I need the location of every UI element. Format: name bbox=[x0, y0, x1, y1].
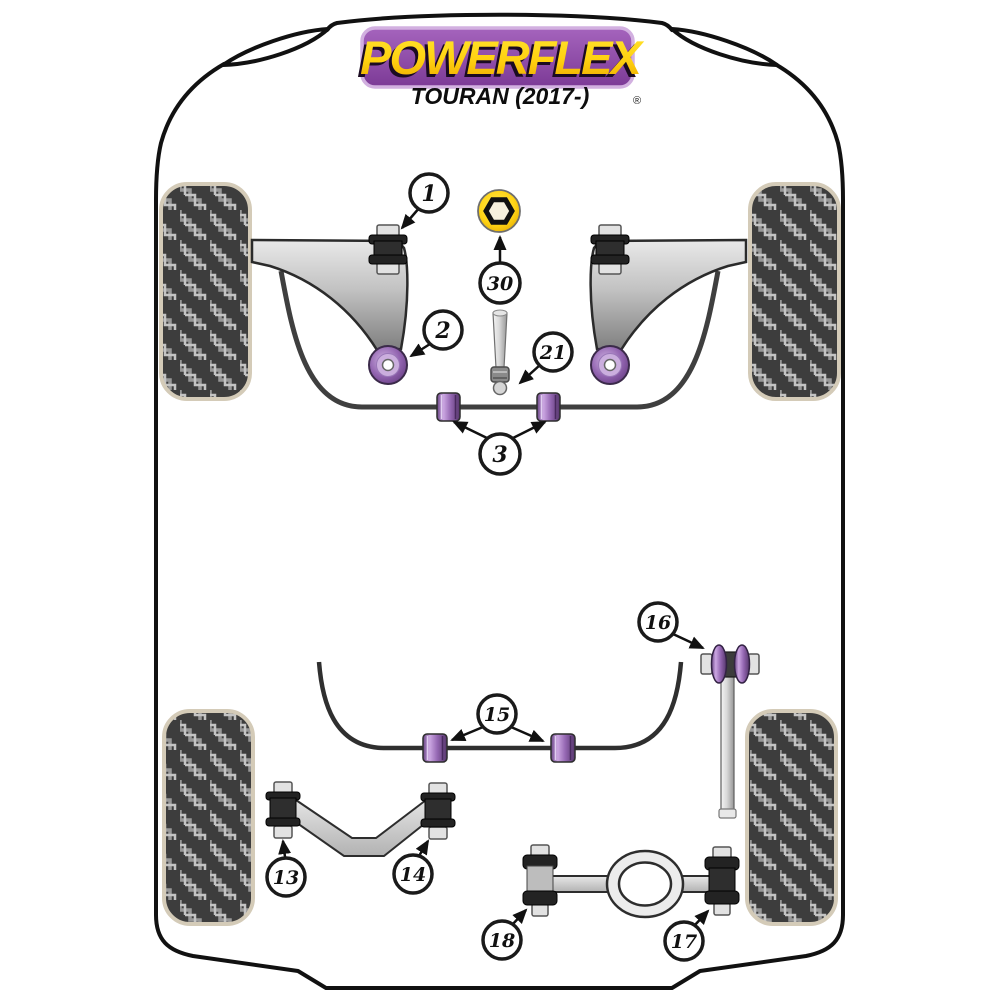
front-left-tire bbox=[159, 182, 252, 401]
callout-3-label: 3 bbox=[492, 442, 507, 468]
trailing-arm-link bbox=[700, 644, 760, 819]
callout-17: 17 bbox=[663, 909, 710, 962]
model-title: TOURAN (2017-) bbox=[411, 83, 590, 109]
callout-18: 18 bbox=[481, 908, 528, 961]
front-wishbone-front-bushing-right bbox=[590, 224, 630, 275]
front-right-tire bbox=[748, 182, 841, 401]
front-anti-roll-bar bbox=[278, 270, 721, 410]
left-mirror-icon bbox=[221, 27, 330, 67]
callout-2-label: 2 bbox=[434, 318, 450, 344]
callout-13-label: 13 bbox=[273, 867, 299, 889]
callout-21: 21 bbox=[518, 331, 574, 385]
rear-left-tire bbox=[162, 709, 255, 926]
spring-arm-bushing-inner bbox=[522, 844, 558, 917]
rear-arb-bush-right bbox=[550, 733, 576, 763]
rear-right-tire bbox=[745, 709, 838, 926]
callout-14-label: 14 bbox=[400, 864, 426, 886]
callout-14: 14 bbox=[392, 839, 434, 895]
logo-text-shadow: POWERFLEX bbox=[357, 34, 641, 87]
front-wishbone-front-bushing-left bbox=[368, 224, 408, 275]
spring-arm-bushing-outer bbox=[704, 846, 740, 916]
powerflex-logo: POWERFLEX POWERFLEX ® bbox=[357, 26, 646, 107]
callout-1: 1 bbox=[400, 172, 450, 230]
registered-trademark: ® bbox=[633, 95, 641, 107]
callout-3: 3 bbox=[452, 420, 547, 476]
rear-arb-bush-left bbox=[422, 733, 448, 763]
front-wishbone-rear-bushing-right bbox=[590, 345, 630, 385]
rear-anti-roll-bar bbox=[316, 661, 684, 751]
callout-16-label: 16 bbox=[645, 612, 671, 634]
tie-bar-bushing-right bbox=[420, 782, 456, 840]
front-arb-bush-right bbox=[536, 392, 561, 422]
callout-30-label: 30 bbox=[487, 273, 513, 295]
callout-15-label: 15 bbox=[484, 704, 510, 726]
callout-18-label: 18 bbox=[489, 930, 515, 952]
front-wishbone-rear-bushing-left bbox=[368, 345, 408, 385]
rear-tie-bar bbox=[275, 794, 445, 857]
front-arb-bush-left bbox=[436, 392, 461, 422]
callout-13: 13 bbox=[265, 839, 307, 898]
logo-box bbox=[360, 26, 635, 89]
tie-bar-bushing-left bbox=[265, 781, 301, 839]
windshield-cowl-line bbox=[325, 12, 674, 32]
callout-15: 15 bbox=[450, 693, 545, 743]
callout-17-label: 17 bbox=[671, 931, 697, 953]
camber-bolt-nut bbox=[477, 189, 521, 233]
logo-text: POWERFLEX bbox=[360, 31, 644, 84]
callout-16: 16 bbox=[637, 601, 705, 650]
drop-link bbox=[490, 309, 510, 396]
rear-spring-arm bbox=[544, 849, 711, 919]
car-body-outline bbox=[154, 12, 845, 990]
callout-1-label: 1 bbox=[421, 181, 436, 207]
right-mirror-icon bbox=[670, 27, 779, 67]
callout-2: 2 bbox=[409, 309, 464, 358]
callout-21-label: 21 bbox=[539, 342, 566, 364]
callout-30: 30 bbox=[478, 235, 522, 305]
